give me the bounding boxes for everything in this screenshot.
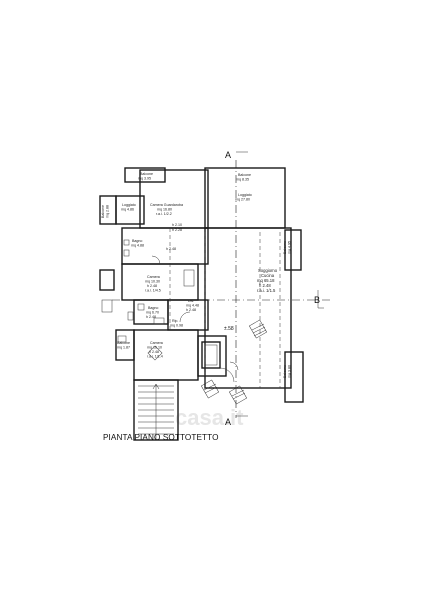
roof-lines	[169, 228, 281, 388]
wall-soggiorno	[204, 227, 292, 389]
roof-windows	[147, 319, 268, 405]
room-labels: Balcone mq 3.95 Balcone mq 2.88 Loggiato…	[101, 172, 292, 378]
label-scale-mark: ±.58	[224, 326, 234, 332]
stairs	[138, 383, 174, 440]
wall-balcone-bottom-right	[284, 351, 304, 403]
fixtures	[101, 239, 195, 343]
wall-camera-bottom	[133, 329, 199, 381]
label-balcone-right: Balcone mq 4.95	[283, 240, 292, 254]
label-h-210: h 2.10	[172, 223, 182, 227]
watermark-text: casa.it	[175, 405, 244, 430]
wall-stair-core	[197, 335, 227, 377]
wall-small-balcony-left	[99, 269, 115, 291]
label-rip: Rip. mq 0.98	[170, 319, 183, 328]
section-lines	[112, 151, 330, 418]
label-camera-middle: Camera mq 10.30 h 2.48 r.a.i. 1/4.5	[145, 275, 161, 293]
door-arcs	[151, 255, 239, 371]
label-h-228: h 2.28	[172, 228, 182, 232]
section-marker-b: B	[314, 295, 320, 305]
label-balcone-top-left: Balcone mq 3.95	[138, 172, 154, 181]
section-marker-a-bottom: A	[225, 417, 231, 427]
label-balcone-bottom-right: Balcone mq 3.80	[283, 364, 292, 378]
plan-title: PIANTA PIANO SOTTOTETTO	[103, 433, 219, 442]
wall-loggiato-left	[115, 195, 145, 225]
label-bagno-2: Bagno mq 6.70 h 2.48	[146, 306, 160, 319]
label-soggiorno-cucina: Soggiorno Cucina mq 65.18 h 2.48 r.a.i. …	[257, 268, 278, 293]
label-dis: Dis. mq 4.48 h 2.48	[186, 299, 200, 312]
wall-balcone-top-left	[124, 167, 166, 183]
label-loggiato-left: Loggiato mq 4.86	[121, 203, 137, 212]
walls	[99, 167, 304, 441]
wall-balcone-right	[284, 229, 302, 271]
label-camera-bottom: Camera mq 16.10 h 2.48 r.a.i. 1/1.4	[147, 341, 164, 359]
label-camera-guardaroba: Camera Guardaroba mq 16.80 r.a.i. 1/2.2	[150, 203, 184, 216]
label-loggiato-right: Loggiato mq 27.80	[235, 193, 253, 202]
label-disimpegno-top: h 2.48	[166, 247, 176, 251]
label-bagno-1: Bagno mq 4.88	[131, 239, 144, 248]
label-balcone-mid-left: Balcone mq 1.87	[117, 341, 131, 350]
section-marker-a-top: A	[225, 150, 231, 160]
label-balcone-top-right: Balcone mq 8.35	[236, 173, 252, 182]
section-arrow-b	[317, 290, 324, 309]
label-balcone-left-small: Balcone mq 2.88	[101, 204, 110, 218]
